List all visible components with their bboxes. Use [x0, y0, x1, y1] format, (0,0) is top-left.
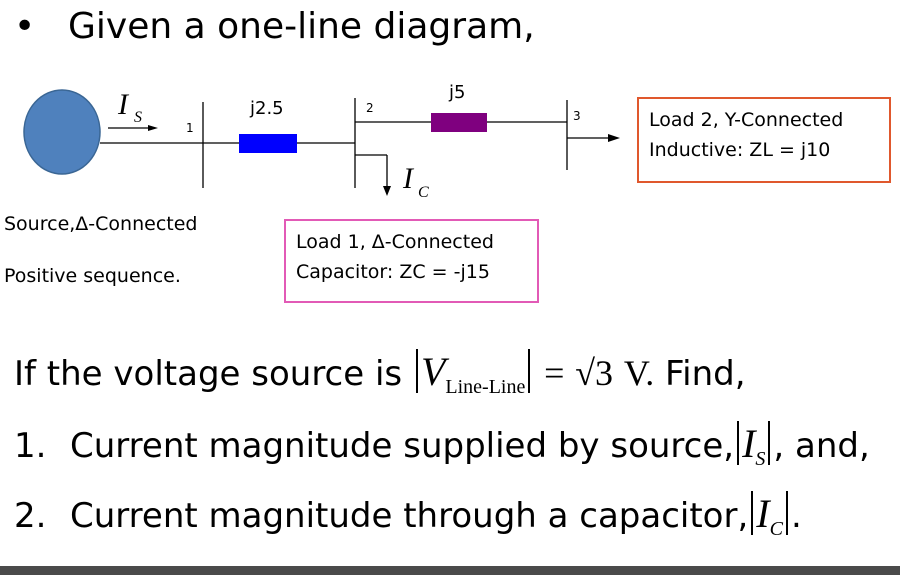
question-item-1-number: 1.: [14, 426, 47, 466]
v-subscript: Line-Line: [445, 376, 526, 398]
impedance-j2-5-label: j2.5: [249, 98, 284, 119]
voltage-unit: V.: [623, 353, 655, 393]
footer-bar: [0, 566, 900, 575]
is-symbol: I: [117, 88, 130, 121]
source-note-connection: Source,Δ-Connected: [4, 213, 198, 235]
ic-symbol-question: I: [756, 491, 770, 536]
question-item-2-number: 2.: [14, 496, 47, 536]
load2-line1: Load 2, Y-Connected: [649, 109, 844, 131]
load1-line2: Capacitor: ZC = -j15: [296, 261, 490, 283]
question-intro: If the voltage source is VLine-Line = √3…: [14, 348, 746, 398]
ic-subscript: C: [418, 184, 429, 201]
arrow-to-load2: [608, 134, 620, 142]
ic-subscript-question: C: [769, 518, 783, 540]
question-item-1: 1. Current magnitude supplied by source,I…: [14, 420, 870, 470]
heading: • Given a one-line diagram,: [14, 6, 535, 47]
is-subscript-question: S: [755, 448, 766, 470]
abs-bar-left: [737, 421, 740, 465]
source-note-sequence: Positive sequence.: [4, 265, 181, 287]
impedance-j5: [431, 113, 487, 132]
load2-box: Load 2, Y-Connected Inductive: ZL = j10: [637, 97, 891, 183]
heading-text: Given a one-line diagram,: [68, 6, 535, 47]
load1-line1: Load 1, Δ-Connected: [296, 231, 494, 253]
abs-bar-right: [768, 421, 771, 465]
is-symbol-question: I: [742, 421, 756, 466]
abs-bar-right: [785, 491, 788, 535]
question-item-2: 2. Current magnitude through a capacitor,…: [14, 490, 802, 540]
source-circle: [23, 89, 101, 175]
impedance-j5-label: j5: [448, 82, 465, 103]
question-item-2-text: Current magnitude through a capacitor,: [70, 496, 749, 536]
load2-line2: Inductive: ZL = j10: [649, 139, 831, 161]
one-line-diagram: I S 1 j2.5 2 I C j5 3: [23, 82, 620, 201]
equals-sign: =: [544, 353, 565, 393]
question-item-1-text: Current magnitude supplied by source,: [70, 426, 735, 466]
bus-2-label: 2: [366, 101, 374, 115]
is-subscript: S: [134, 109, 142, 126]
bus-1-label: 1: [186, 121, 194, 135]
bus-3-label: 3: [573, 109, 581, 123]
abs-bar-right: [528, 349, 531, 393]
question-intro-text: If the voltage source is: [14, 354, 403, 394]
question-item-2-tail: .: [790, 496, 802, 536]
abs-bar-left: [415, 349, 418, 393]
bullet: •: [14, 6, 36, 47]
question-item-1-tail: , and,: [773, 426, 870, 466]
abs-bar-left: [751, 491, 754, 535]
sqrt-three: √3: [575, 353, 614, 393]
is-arrow-head: [148, 125, 158, 131]
impedance-j2-5: [239, 134, 297, 153]
capacitor-arrow: [383, 186, 391, 196]
find-text: Find,: [665, 354, 746, 394]
load1-box: Load 1, Δ-Connected Capacitor: ZC = -j15: [284, 219, 539, 303]
ic-symbol: I: [402, 162, 415, 195]
v-symbol: V: [420, 349, 446, 394]
